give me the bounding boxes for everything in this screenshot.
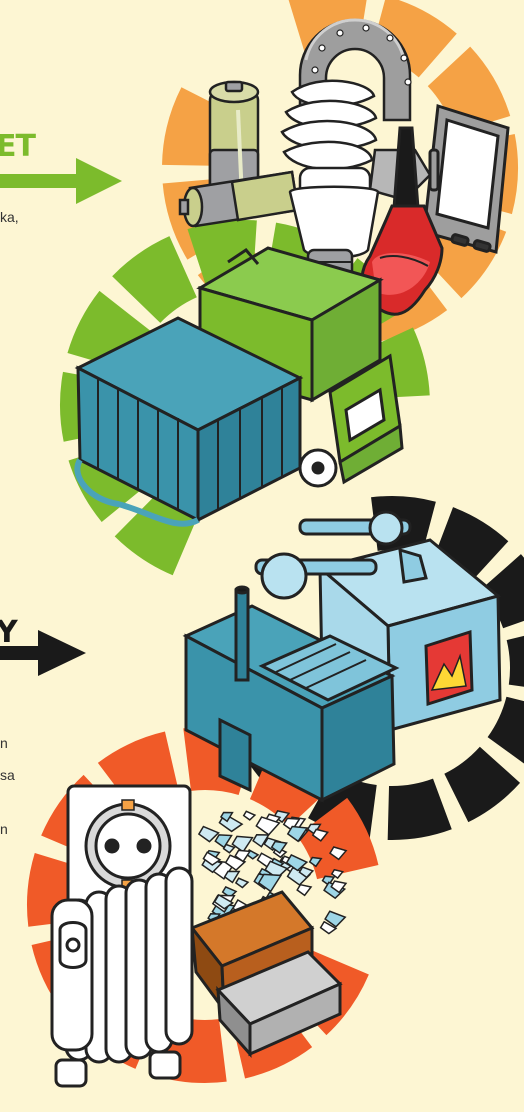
- glass-shard: [224, 844, 235, 852]
- ring-black-segment: [444, 747, 520, 822]
- ring-black-segment: [388, 779, 452, 840]
- arrow-top-icon: [0, 158, 122, 204]
- arrow-bottom-icon: [0, 630, 86, 676]
- battery-icon: [180, 172, 298, 226]
- radiator-icon: [52, 868, 192, 1086]
- ring-black-segment: [507, 627, 524, 692]
- glass-shard: [244, 811, 255, 820]
- glass-shard: [297, 885, 311, 896]
- glass-shard: [236, 878, 248, 887]
- glass-shard: [259, 874, 281, 891]
- ring-black-segment: [488, 697, 524, 769]
- mobile-phone-icon: [424, 106, 508, 252]
